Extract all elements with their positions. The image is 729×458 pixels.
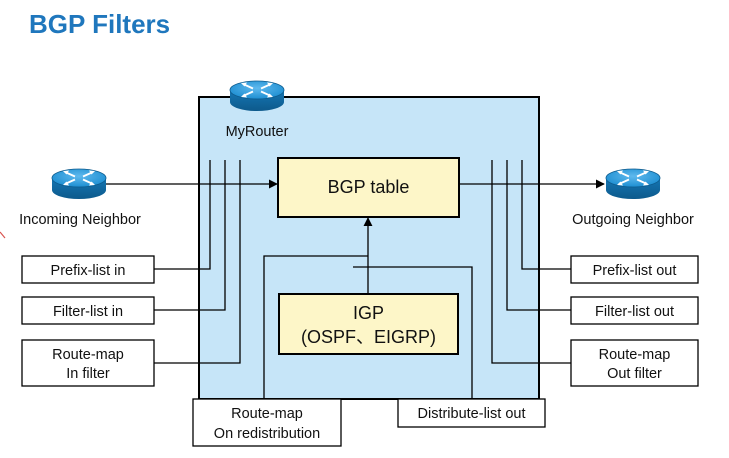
prefix-list-in-box xyxy=(21,255,155,284)
igp-box xyxy=(278,293,459,355)
route-map-in-connector xyxy=(154,160,241,364)
route-map-redistribution-box xyxy=(192,398,342,447)
filter-list-in-connector xyxy=(154,160,226,311)
route-map-redistribution-connector xyxy=(263,255,368,399)
route-map-out-label: Route-map xyxy=(599,347,671,363)
router-icon xyxy=(605,168,661,200)
route-map-redistribution-label: Route-map xyxy=(231,406,303,422)
distribute-list-label: Distribute-list out xyxy=(418,406,526,422)
route-map-redistribution-sublabel: On redistribution xyxy=(214,426,320,442)
filter-list-in-label: Filter-list in xyxy=(53,304,123,320)
route-map-in-label: Route-map xyxy=(52,347,124,363)
router-icon xyxy=(51,168,107,200)
prefix-list-out-box xyxy=(570,255,699,284)
igp-protocols-label: (OSPF、EIGRP) xyxy=(301,327,436,347)
bgp-table-label: BGP table xyxy=(328,177,410,197)
router-icon xyxy=(229,80,285,112)
route-map-in-sublabel: In filter xyxy=(66,366,110,382)
prefix-list-out-connector xyxy=(521,160,571,270)
filter-list-out-label: Filter-list out xyxy=(595,304,674,320)
prefix-list-in-connector xyxy=(154,160,211,270)
page-title: BGP Filters xyxy=(29,9,170,39)
bgp-table-box xyxy=(277,157,460,218)
my-router-label: MyRouter xyxy=(226,124,289,140)
incoming-neighbor-label: Incoming Neighbor xyxy=(19,212,141,228)
distribute-list-connector xyxy=(384,266,473,399)
outgoing-neighbor-label: Outgoing Neighbor xyxy=(572,212,694,228)
route-map-out-sublabel: Out filter xyxy=(607,366,662,382)
filter-list-out-connector xyxy=(506,160,571,311)
edge-mark xyxy=(0,231,6,239)
prefix-list-out-label: Prefix-list out xyxy=(593,263,677,279)
distribute-list-box xyxy=(397,398,546,428)
igp-label: IGP xyxy=(353,303,384,323)
route-map-in-box xyxy=(21,339,155,387)
filter-list-in-box xyxy=(21,296,155,325)
route-map-out-box xyxy=(570,339,699,387)
route-map-out-connector xyxy=(491,160,571,364)
filter-list-out-box xyxy=(570,296,699,325)
prefix-list-in-label: Prefix-list in xyxy=(51,263,126,279)
